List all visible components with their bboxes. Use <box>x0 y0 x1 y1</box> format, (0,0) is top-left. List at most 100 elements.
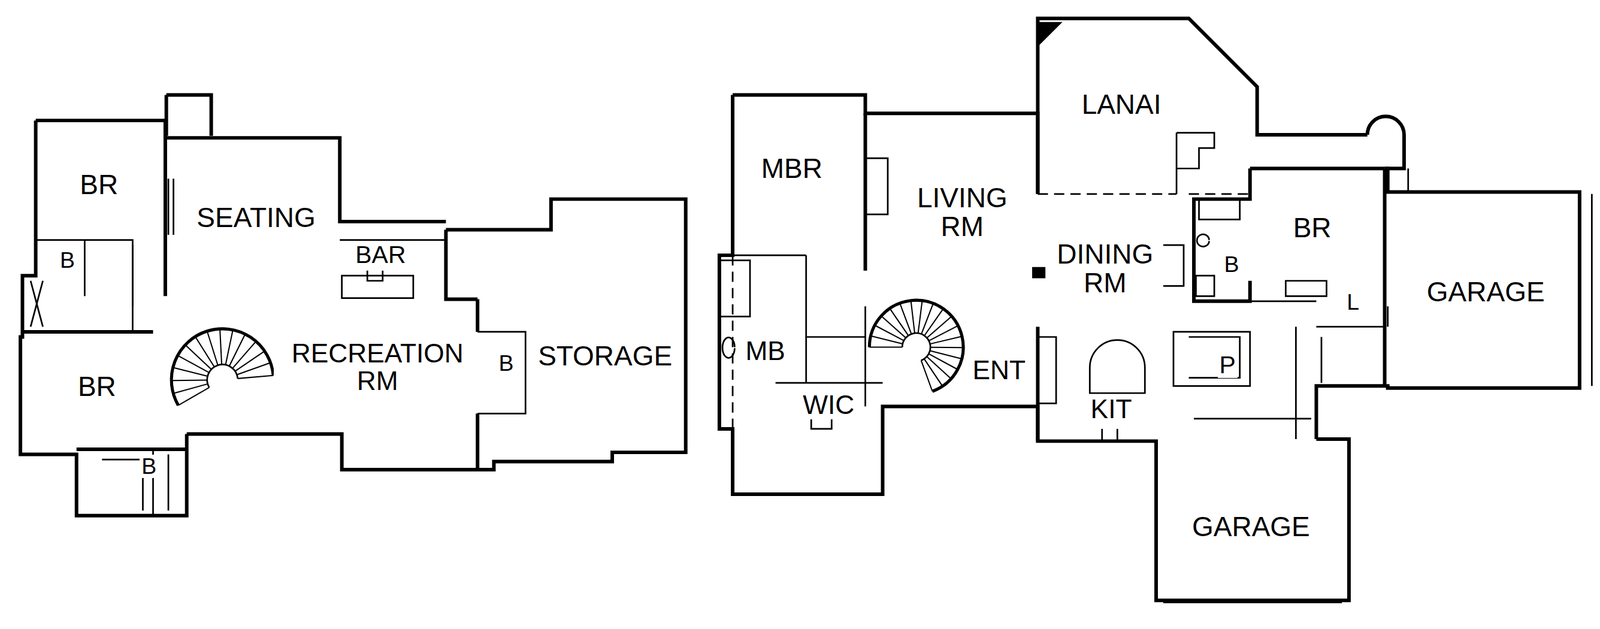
room-label: MBR <box>759 153 825 183</box>
room-label: SEATING <box>194 203 317 232</box>
stair-tread <box>207 331 219 366</box>
wall-line <box>1193 168 1251 302</box>
fixture-line <box>1591 194 1593 386</box>
stair-tread <box>930 336 963 344</box>
fixture-line <box>21 275 24 337</box>
wall-line <box>76 447 187 452</box>
wall-line <box>1250 166 1385 171</box>
stair-tread <box>234 351 265 372</box>
stair-tread <box>185 345 211 370</box>
fixture-line <box>1116 428 1119 441</box>
wall-line <box>20 120 187 516</box>
fixture-line <box>83 240 86 297</box>
fixture-line <box>1320 337 1323 384</box>
wall-line <box>1037 18 1367 195</box>
fixture-line <box>1163 601 1342 604</box>
stair-tread <box>899 303 912 334</box>
fixture-line <box>167 178 170 235</box>
stair-tread <box>219 328 222 365</box>
room-label: B <box>139 454 159 479</box>
fixture-line <box>30 280 43 328</box>
wall-line <box>732 95 1038 195</box>
room-label: GARAGE <box>1425 277 1547 307</box>
fixture-line <box>1193 418 1312 420</box>
fixture-line <box>1295 326 1297 440</box>
stair-tread <box>195 336 215 368</box>
fixture-line <box>1199 198 1240 220</box>
stair-tread <box>869 346 903 349</box>
stair-tread <box>237 375 274 379</box>
fixture-line <box>167 454 170 511</box>
stair-tread <box>171 379 208 381</box>
fixture-line <box>775 382 883 384</box>
fixture-line <box>477 331 526 414</box>
fixture-line <box>1195 275 1215 296</box>
stair-tread <box>177 355 210 373</box>
wall-line <box>1383 168 1387 386</box>
stair-tread <box>924 358 943 387</box>
fixture-line <box>1196 234 1209 247</box>
fixture-line <box>719 260 750 317</box>
room-label: KIT <box>1089 395 1134 424</box>
fixture-line <box>1101 428 1103 441</box>
fixture-line <box>732 254 807 257</box>
spiral-stair <box>902 333 931 361</box>
fixture-line <box>1089 340 1145 394</box>
fixture-line <box>1386 306 1389 327</box>
stair-tread <box>930 346 964 349</box>
wall-line <box>863 113 868 271</box>
room-label: RECREATION RM <box>273 339 482 396</box>
stair-tread <box>229 334 246 367</box>
spiral-stair <box>869 300 964 392</box>
fixture-line <box>342 275 414 299</box>
wall-line <box>166 95 212 136</box>
room-label: BR <box>76 371 119 401</box>
room-label: B <box>496 351 516 375</box>
fireplace-corner <box>1038 22 1061 46</box>
wall-line <box>445 230 478 300</box>
room-label: P <box>1217 352 1238 378</box>
wall-line <box>164 95 169 136</box>
fixture-line <box>1250 300 1317 302</box>
room-label: BAR <box>353 242 408 268</box>
room-label: BR <box>77 170 120 199</box>
opening-line <box>1189 193 1251 196</box>
fixture-line <box>1037 337 1057 404</box>
fixture-line <box>172 178 175 235</box>
fixture-line <box>864 306 867 407</box>
stair-tread <box>236 362 271 375</box>
fixture-line <box>339 239 446 241</box>
room-label: WIC <box>800 391 857 420</box>
room-label: LIVING RM <box>904 183 1021 242</box>
room-label: B <box>58 248 77 272</box>
stair-tread <box>921 360 933 392</box>
wall-line <box>1035 326 1040 441</box>
room-label: L <box>1344 290 1361 314</box>
wall-line <box>475 298 480 332</box>
room-label: GARAGE <box>1190 512 1312 541</box>
room-label: ENT <box>970 356 1028 385</box>
wall-line <box>1367 116 1405 169</box>
fixture-line <box>805 337 807 384</box>
room-label: STORAGE <box>536 341 674 371</box>
stair-tread <box>921 303 934 334</box>
fixture-line <box>1163 245 1184 286</box>
stair-tread <box>918 300 923 334</box>
room-label: LANAI <box>1080 89 1164 119</box>
fixture-line <box>30 280 43 328</box>
fixture-line <box>131 245 134 307</box>
fixture-line <box>1173 331 1251 386</box>
room-label: DINING RM <box>1047 239 1163 298</box>
fixture-line <box>101 459 143 511</box>
fixture-line <box>1175 132 1178 195</box>
wall-line <box>186 198 686 470</box>
stair-tread <box>889 308 909 336</box>
room-label: MB <box>743 337 787 366</box>
stair-tread <box>173 383 208 394</box>
wall-line <box>475 413 480 470</box>
fixture-line <box>1316 325 1385 328</box>
fixture-line <box>367 270 383 281</box>
spiral-stair <box>171 328 274 406</box>
stair-tread <box>225 330 234 365</box>
